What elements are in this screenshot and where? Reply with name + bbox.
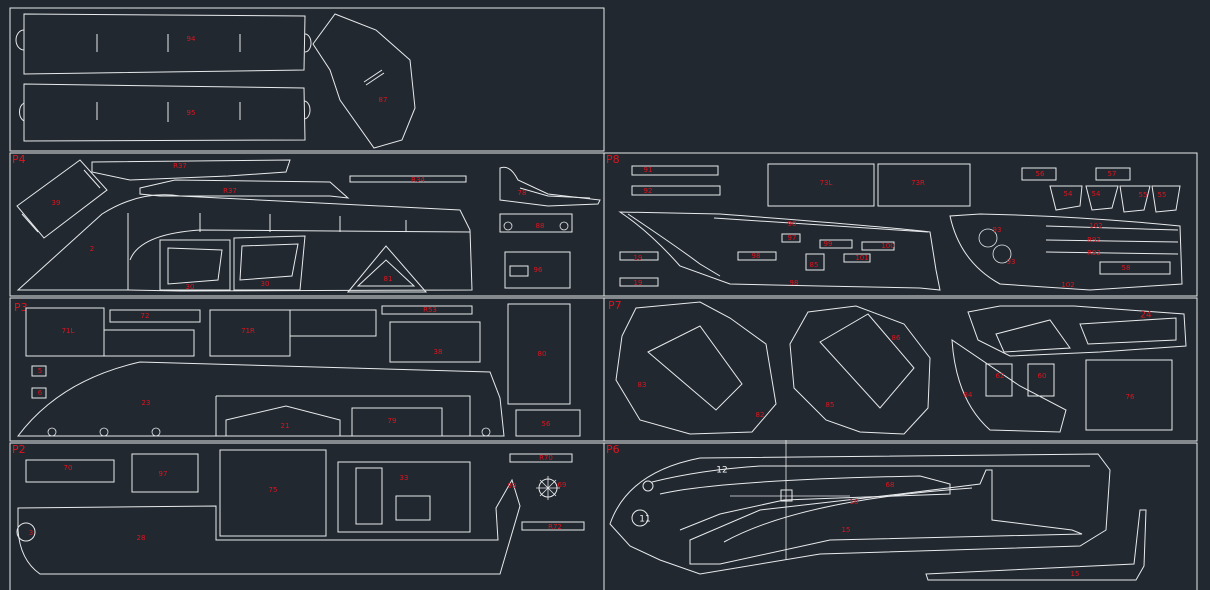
p3-parts bbox=[16, 303, 581, 437]
part-label: 33 bbox=[400, 474, 409, 482]
part-label: R37 bbox=[223, 187, 237, 195]
part-label: 86 bbox=[892, 334, 901, 342]
part-label: 3 bbox=[29, 529, 33, 537]
part-label: 94 bbox=[187, 35, 196, 43]
p8-parts bbox=[618, 163, 1183, 291]
part-label: 95 bbox=[187, 109, 196, 117]
panel-label-p6: P6 bbox=[606, 443, 620, 456]
part-label: 38 bbox=[434, 348, 443, 356]
part-label: 19 bbox=[634, 254, 643, 262]
p2-parts bbox=[16, 449, 585, 575]
part-label: R37 bbox=[173, 162, 187, 170]
part-label: 16 bbox=[850, 498, 859, 506]
part-label: 54 bbox=[1064, 190, 1073, 198]
part-label: 56 bbox=[1036, 170, 1045, 178]
part-label: 84 bbox=[964, 391, 973, 399]
part-label: 75 bbox=[269, 486, 278, 494]
p7-parts bbox=[615, 301, 1187, 435]
part-label: 56 bbox=[542, 420, 551, 428]
part-label: 100 bbox=[881, 242, 894, 250]
part-label: 71R bbox=[241, 327, 255, 335]
part-label: 72 bbox=[141, 312, 150, 320]
part-label: 15 bbox=[842, 526, 851, 534]
part-label: 54 bbox=[1092, 190, 1101, 198]
part-label: 23 bbox=[142, 399, 151, 407]
part-label: 30 bbox=[261, 280, 270, 288]
part-label: 5 bbox=[38, 367, 42, 375]
part-label: R92 bbox=[1087, 236, 1101, 244]
part-label: 2 bbox=[90, 245, 94, 253]
part-label: 85 bbox=[810, 261, 819, 269]
part-label: 99 bbox=[824, 240, 833, 248]
part-label: R70 bbox=[539, 454, 553, 462]
part-label: R92 bbox=[1087, 249, 1101, 257]
part-label: 96 bbox=[534, 266, 543, 274]
part-label: 62 bbox=[996, 372, 1005, 380]
part-label: 91 bbox=[644, 166, 653, 174]
part-label: 98 bbox=[752, 252, 761, 260]
part-label: 99 bbox=[508, 482, 517, 490]
part-label: R53 bbox=[423, 306, 437, 314]
part-label: 83 bbox=[638, 381, 647, 389]
part-label: 55 bbox=[1139, 191, 1148, 199]
part-label: R34 bbox=[411, 176, 425, 184]
part-label: 6 bbox=[38, 389, 43, 397]
part-label: 55 bbox=[1158, 191, 1167, 199]
part-label: 28 bbox=[137, 534, 146, 542]
part-label: 81 bbox=[384, 275, 393, 283]
part-label: 60 bbox=[1038, 372, 1047, 380]
part-label: 79 bbox=[388, 417, 397, 425]
panel-label-p2: P2 bbox=[12, 443, 26, 456]
part-label: 68 bbox=[886, 481, 895, 489]
part-label: 21 bbox=[281, 422, 290, 430]
drawing-note: 12 bbox=[716, 466, 727, 476]
part-94-outline bbox=[15, 13, 312, 75]
p4-parts bbox=[16, 159, 601, 293]
panel-label-p3: P3 bbox=[14, 301, 28, 314]
part-label: 88 bbox=[536, 222, 545, 230]
part-label: 90 bbox=[788, 220, 797, 228]
panel-label-p8: P8 bbox=[606, 153, 620, 166]
part-label: 85 bbox=[826, 401, 835, 409]
part-label: 71L bbox=[62, 327, 75, 335]
part-label: 87 bbox=[379, 96, 388, 104]
drawing-note: 11 bbox=[639, 515, 650, 525]
part-label: 93 bbox=[993, 226, 1002, 234]
part-label: 82 bbox=[756, 411, 765, 419]
panel-label-p4: P4 bbox=[12, 153, 26, 166]
part-label: 102 bbox=[1089, 222, 1102, 230]
part-label: 69 bbox=[558, 481, 567, 489]
part-label: 19 bbox=[634, 279, 643, 287]
part-label: 97 bbox=[159, 470, 168, 478]
part-label: 73R bbox=[911, 179, 925, 187]
part-label: 101 bbox=[855, 254, 868, 262]
part-label: 76 bbox=[1126, 393, 1135, 401]
part-label: 70 bbox=[64, 464, 73, 472]
part-label: 30 bbox=[186, 283, 195, 291]
part-label: 39 bbox=[52, 199, 61, 207]
part-label: 57 bbox=[1108, 170, 1117, 178]
part-label: 80 bbox=[538, 350, 547, 358]
panel-label-p7: P7 bbox=[608, 299, 622, 312]
part-label: 98 bbox=[790, 279, 799, 287]
part-label: 92 bbox=[644, 187, 653, 195]
part-label: R72 bbox=[548, 523, 562, 531]
part-label: 24 bbox=[1140, 311, 1152, 321]
part-label: 78 bbox=[518, 189, 527, 197]
part-95-outline bbox=[19, 83, 311, 142]
p6-parts bbox=[609, 440, 1147, 581]
panel-frames bbox=[9, 7, 1198, 590]
part-label: 93 bbox=[1007, 258, 1016, 266]
part-label: 58 bbox=[1122, 264, 1131, 272]
part-label: 102 bbox=[1061, 281, 1074, 289]
part-label: 73L bbox=[820, 179, 833, 187]
part-87-outline bbox=[312, 13, 416, 149]
part-label: 97 bbox=[788, 234, 797, 242]
part-label: 15 bbox=[1071, 570, 1080, 578]
